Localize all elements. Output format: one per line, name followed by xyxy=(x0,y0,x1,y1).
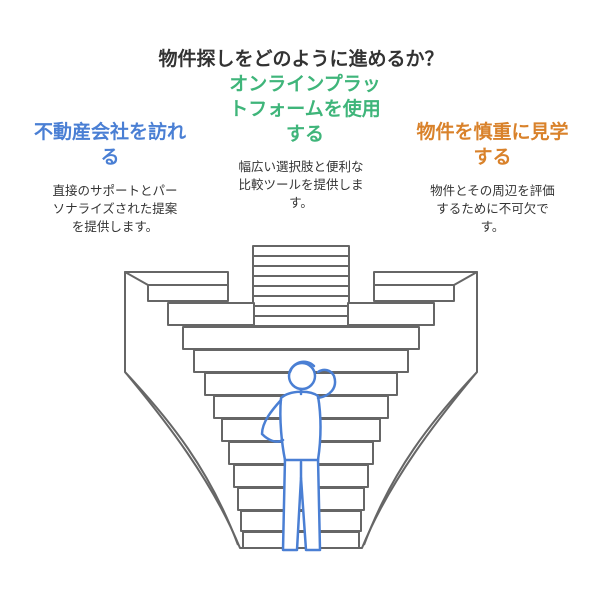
option-right-desc-line-1: 物件とその周辺を評価 xyxy=(430,183,555,198)
option-left-title: 不動産会社を訪れ る xyxy=(20,120,200,170)
left-upper-step-3 xyxy=(167,302,255,326)
person-thinking-icon xyxy=(260,360,337,552)
staircase-icon xyxy=(124,245,478,549)
option-right-title: 物件を慎重に見学 する xyxy=(400,120,585,170)
option-left-desc-line-2: ソナライズされた提案 xyxy=(52,201,178,216)
option-left-title-line-1: 不動産会社を訪れ xyxy=(33,121,186,143)
option-center-title: オンラインプラッ トフォームを使用 する xyxy=(205,72,405,147)
option-left-description: 直接のサポートとパー ソナライズされた提案 を提供します。 xyxy=(25,182,205,236)
right-wall-curve xyxy=(363,371,478,546)
option-right-desc-line-2: するために不可欠で xyxy=(436,201,549,216)
person-hair xyxy=(288,360,316,374)
person-left-arm xyxy=(260,398,285,443)
option-center-title-line-2: トフォームを使用 xyxy=(229,98,381,120)
option-left-desc-line-3: を提供します。 xyxy=(71,219,159,234)
option-center-title-line-1: オンラインプラッ xyxy=(229,73,381,95)
option-right-description: 物件とその周辺を評価 するために不可欠で す。 xyxy=(400,182,585,236)
person-legs xyxy=(281,456,322,552)
option-right-title-line-2: する xyxy=(473,146,512,168)
option-center-desc-line-1: 幅広い選択肢と便利な xyxy=(238,159,364,174)
left-upper-step-2 xyxy=(147,284,229,302)
diagram-title: 物件探しをどのように進めるか？ xyxy=(158,48,444,70)
left-wall-curve xyxy=(124,371,239,546)
option-left-title-line-2: る xyxy=(100,146,120,168)
option-center-title-line-3: する xyxy=(285,123,324,145)
main-step-9 xyxy=(240,510,362,532)
main-step-10 xyxy=(242,531,360,549)
option-center-desc-line-2: 比較ツールを提供しま xyxy=(238,177,364,192)
main-step-1 xyxy=(182,326,420,350)
option-right-desc-line-3: す。 xyxy=(480,219,505,234)
person-right-arm xyxy=(316,368,337,400)
right-upper-step-3 xyxy=(347,302,435,326)
option-left-desc-line-1: 直接のサポートとパー xyxy=(52,183,178,198)
person-torso xyxy=(279,390,322,462)
right-upper-step-2 xyxy=(373,284,455,302)
option-center-desc-line-3: す。 xyxy=(289,195,313,210)
option-center-description: 幅広い選択肢と便利な 比較ツールを提供しま す。 xyxy=(210,158,392,212)
option-right-title-line-1: 物件を慎重に見学 xyxy=(416,121,569,143)
